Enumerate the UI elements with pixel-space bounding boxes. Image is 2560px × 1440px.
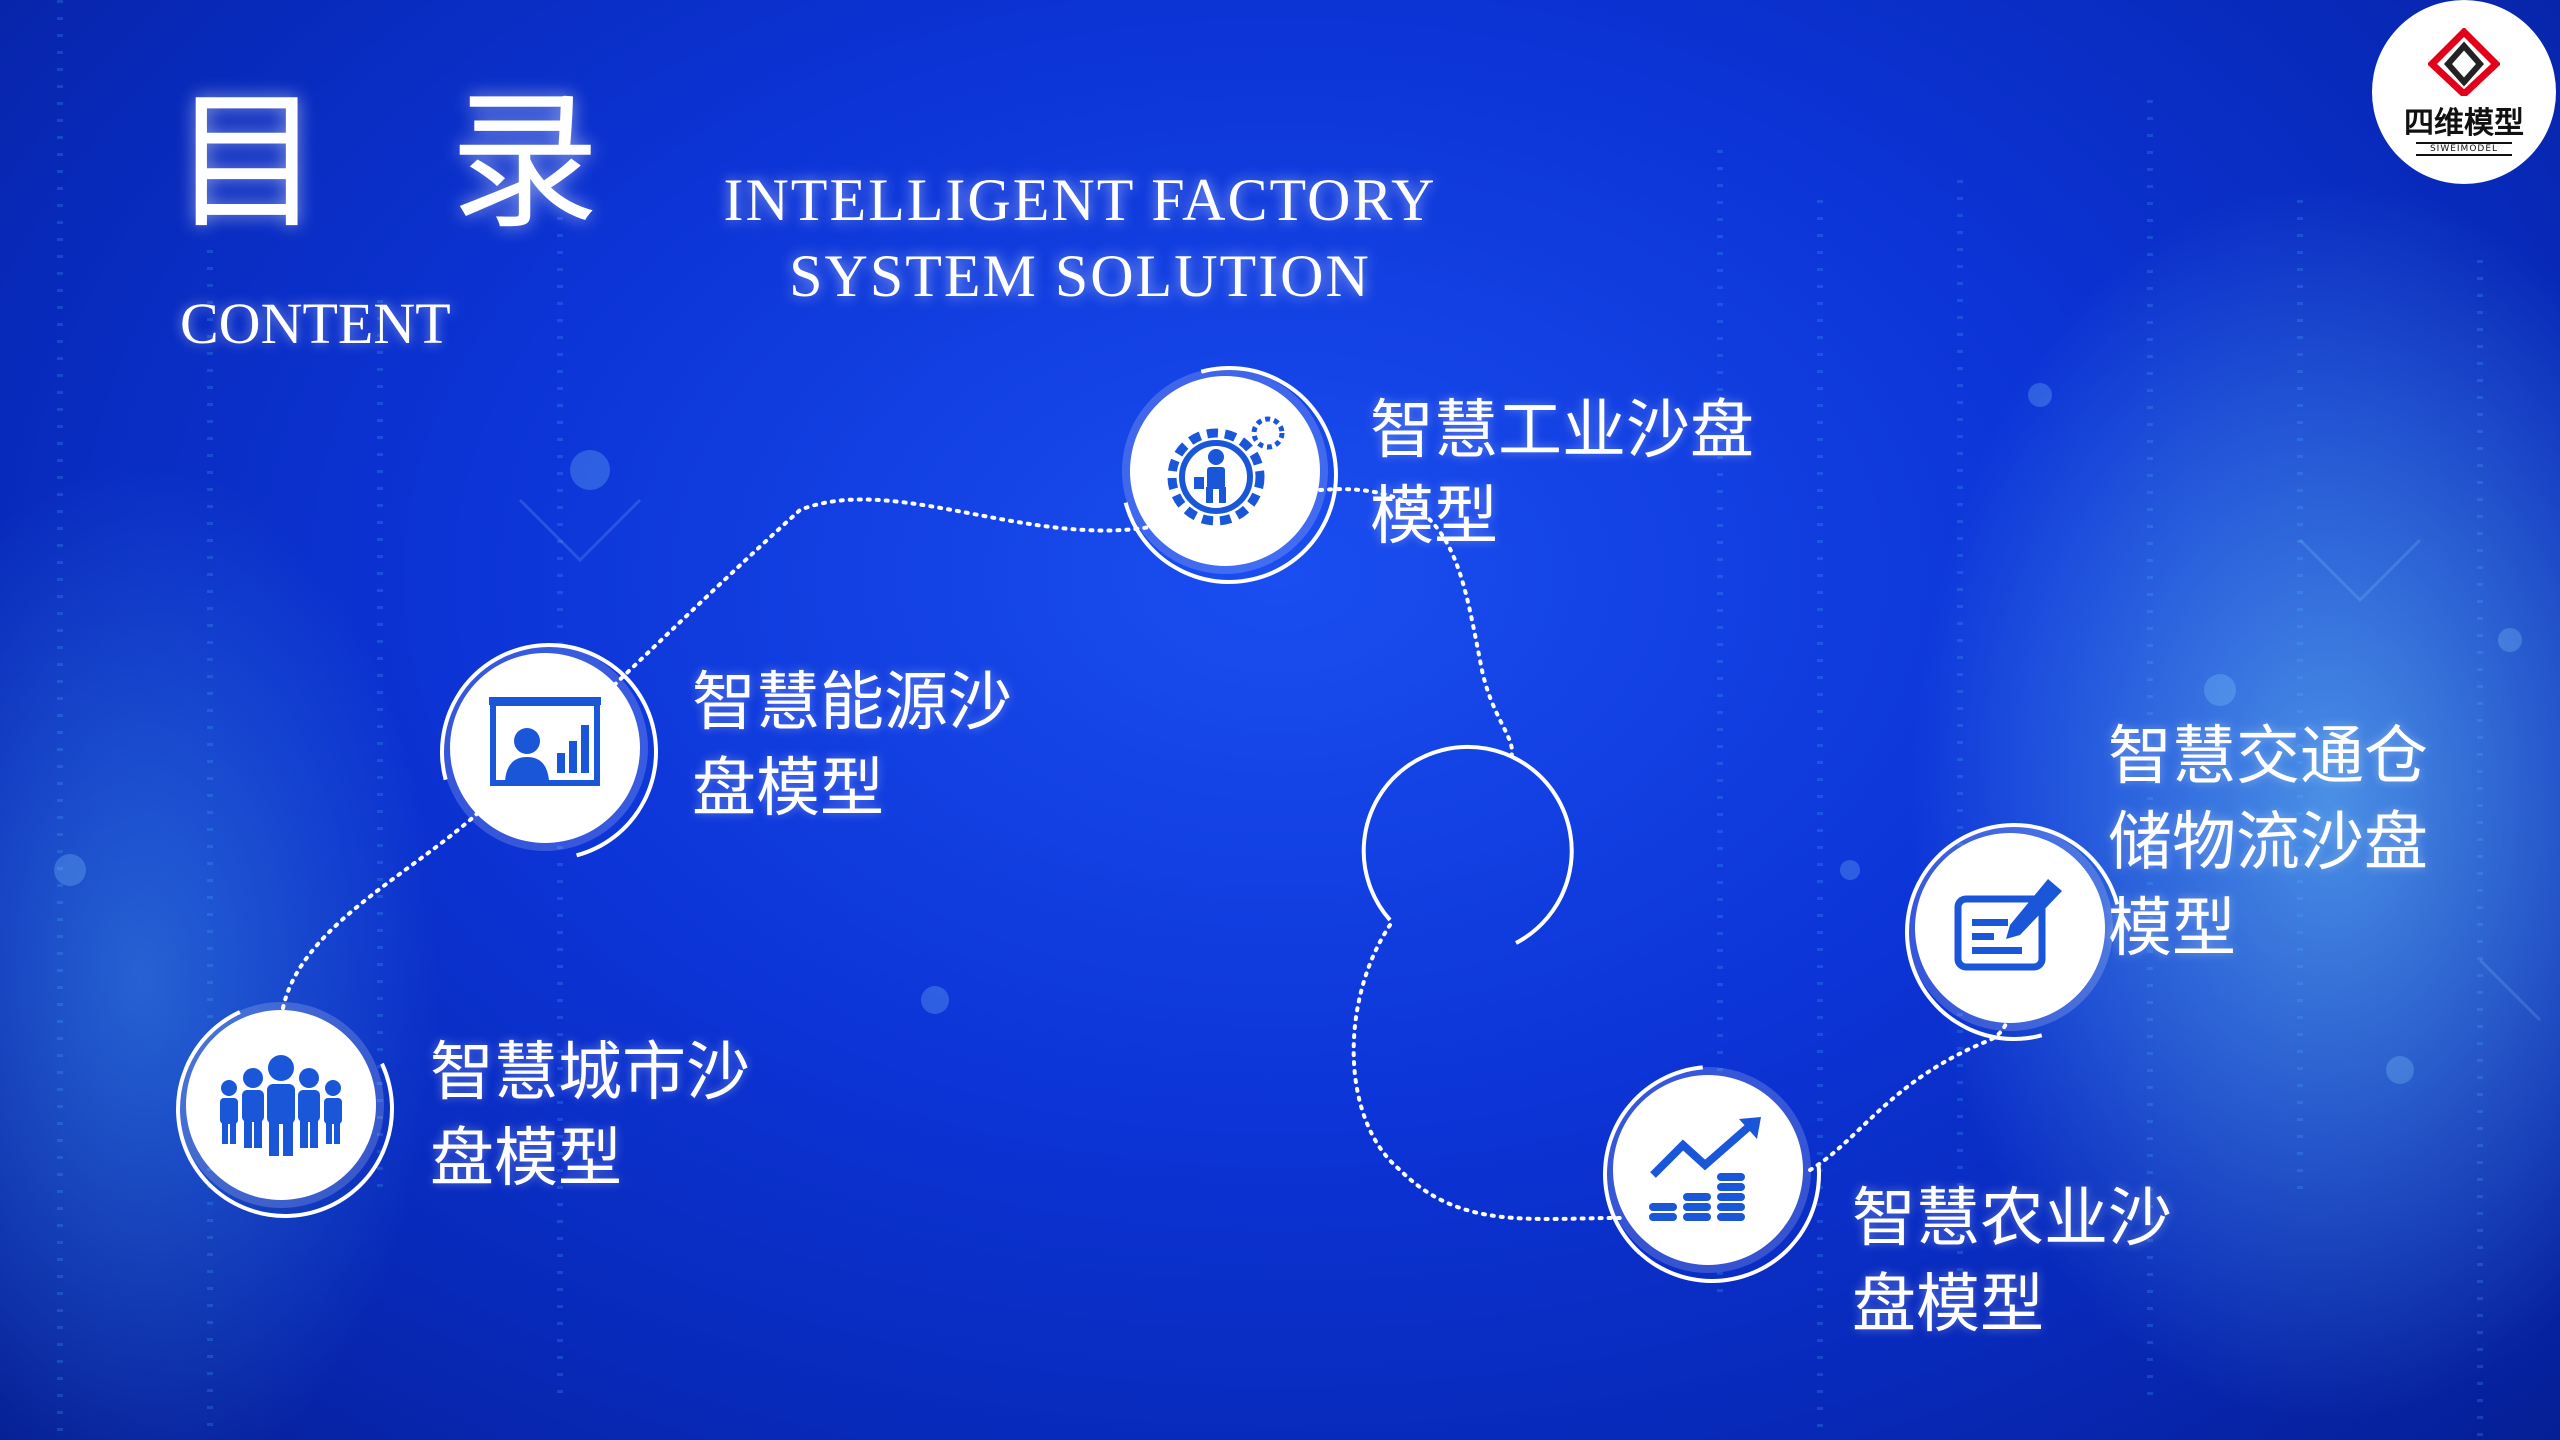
document-edit-icon: [1954, 879, 2062, 971]
coins-growth-icon: [1649, 1117, 1761, 1221]
item-label-smart-city: 智慧城市沙 盘模型: [430, 1030, 750, 1202]
item-smart-logistics[interactable]: [1915, 833, 2105, 1023]
logo-mark-icon: [2428, 28, 2500, 96]
label-line: 盘模型: [430, 1122, 622, 1196]
page-title-en: CONTENT: [180, 291, 451, 356]
item-smart-city[interactable]: [186, 1010, 376, 1200]
item-label-smart-industry: 智慧工业沙盘 模型: [1370, 388, 1754, 560]
item-label-smart-energy: 智慧能源沙 盘模型: [692, 660, 1012, 832]
logo-subtext: SIWEIMODEL: [2415, 142, 2513, 156]
label-line: 储物流沙盘: [2108, 806, 2428, 880]
subtitle-line-1: INTELLIGENT FACTORY: [723, 167, 1437, 233]
item-smart-agriculture[interactable]: [1613, 1075, 1803, 1265]
logo-name: 四维模型: [2404, 106, 2524, 141]
page-title-cn: 目 录: [172, 76, 640, 250]
item-smart-energy[interactable]: [450, 653, 640, 843]
label-line: 模型: [2108, 892, 2236, 966]
team-icon: [220, 1055, 342, 1156]
page-subtitle: INTELLIGENT FACTORY SYSTEM SOLUTION: [680, 162, 1480, 314]
item-label-smart-agriculture: 智慧农业沙 盘模型: [1852, 1176, 2172, 1348]
item-smart-industry[interactable]: [1130, 376, 1320, 566]
label-line: 智慧交通仓: [2108, 720, 2428, 794]
label-line: 智慧城市沙: [430, 1036, 750, 1110]
label-line: 盘模型: [692, 752, 884, 826]
gear-worker-icon: [1167, 416, 1285, 526]
presentation-chart-icon: [489, 697, 601, 786]
label-line: 模型: [1370, 480, 1498, 554]
brand-logo: 四维模型 SIWEIMODEL: [2372, 0, 2556, 184]
label-line: 智慧工业沙盘: [1370, 394, 1754, 468]
label-line: 盘模型: [1852, 1268, 2044, 1342]
label-line: 智慧能源沙: [692, 666, 1012, 740]
label-line: 智慧农业沙: [1852, 1182, 2172, 1256]
item-label-smart-logistics: 智慧交通仓 储物流沙盘 模型: [2108, 714, 2428, 972]
subtitle-line-2: SYSTEM SOLUTION: [789, 243, 1371, 309]
